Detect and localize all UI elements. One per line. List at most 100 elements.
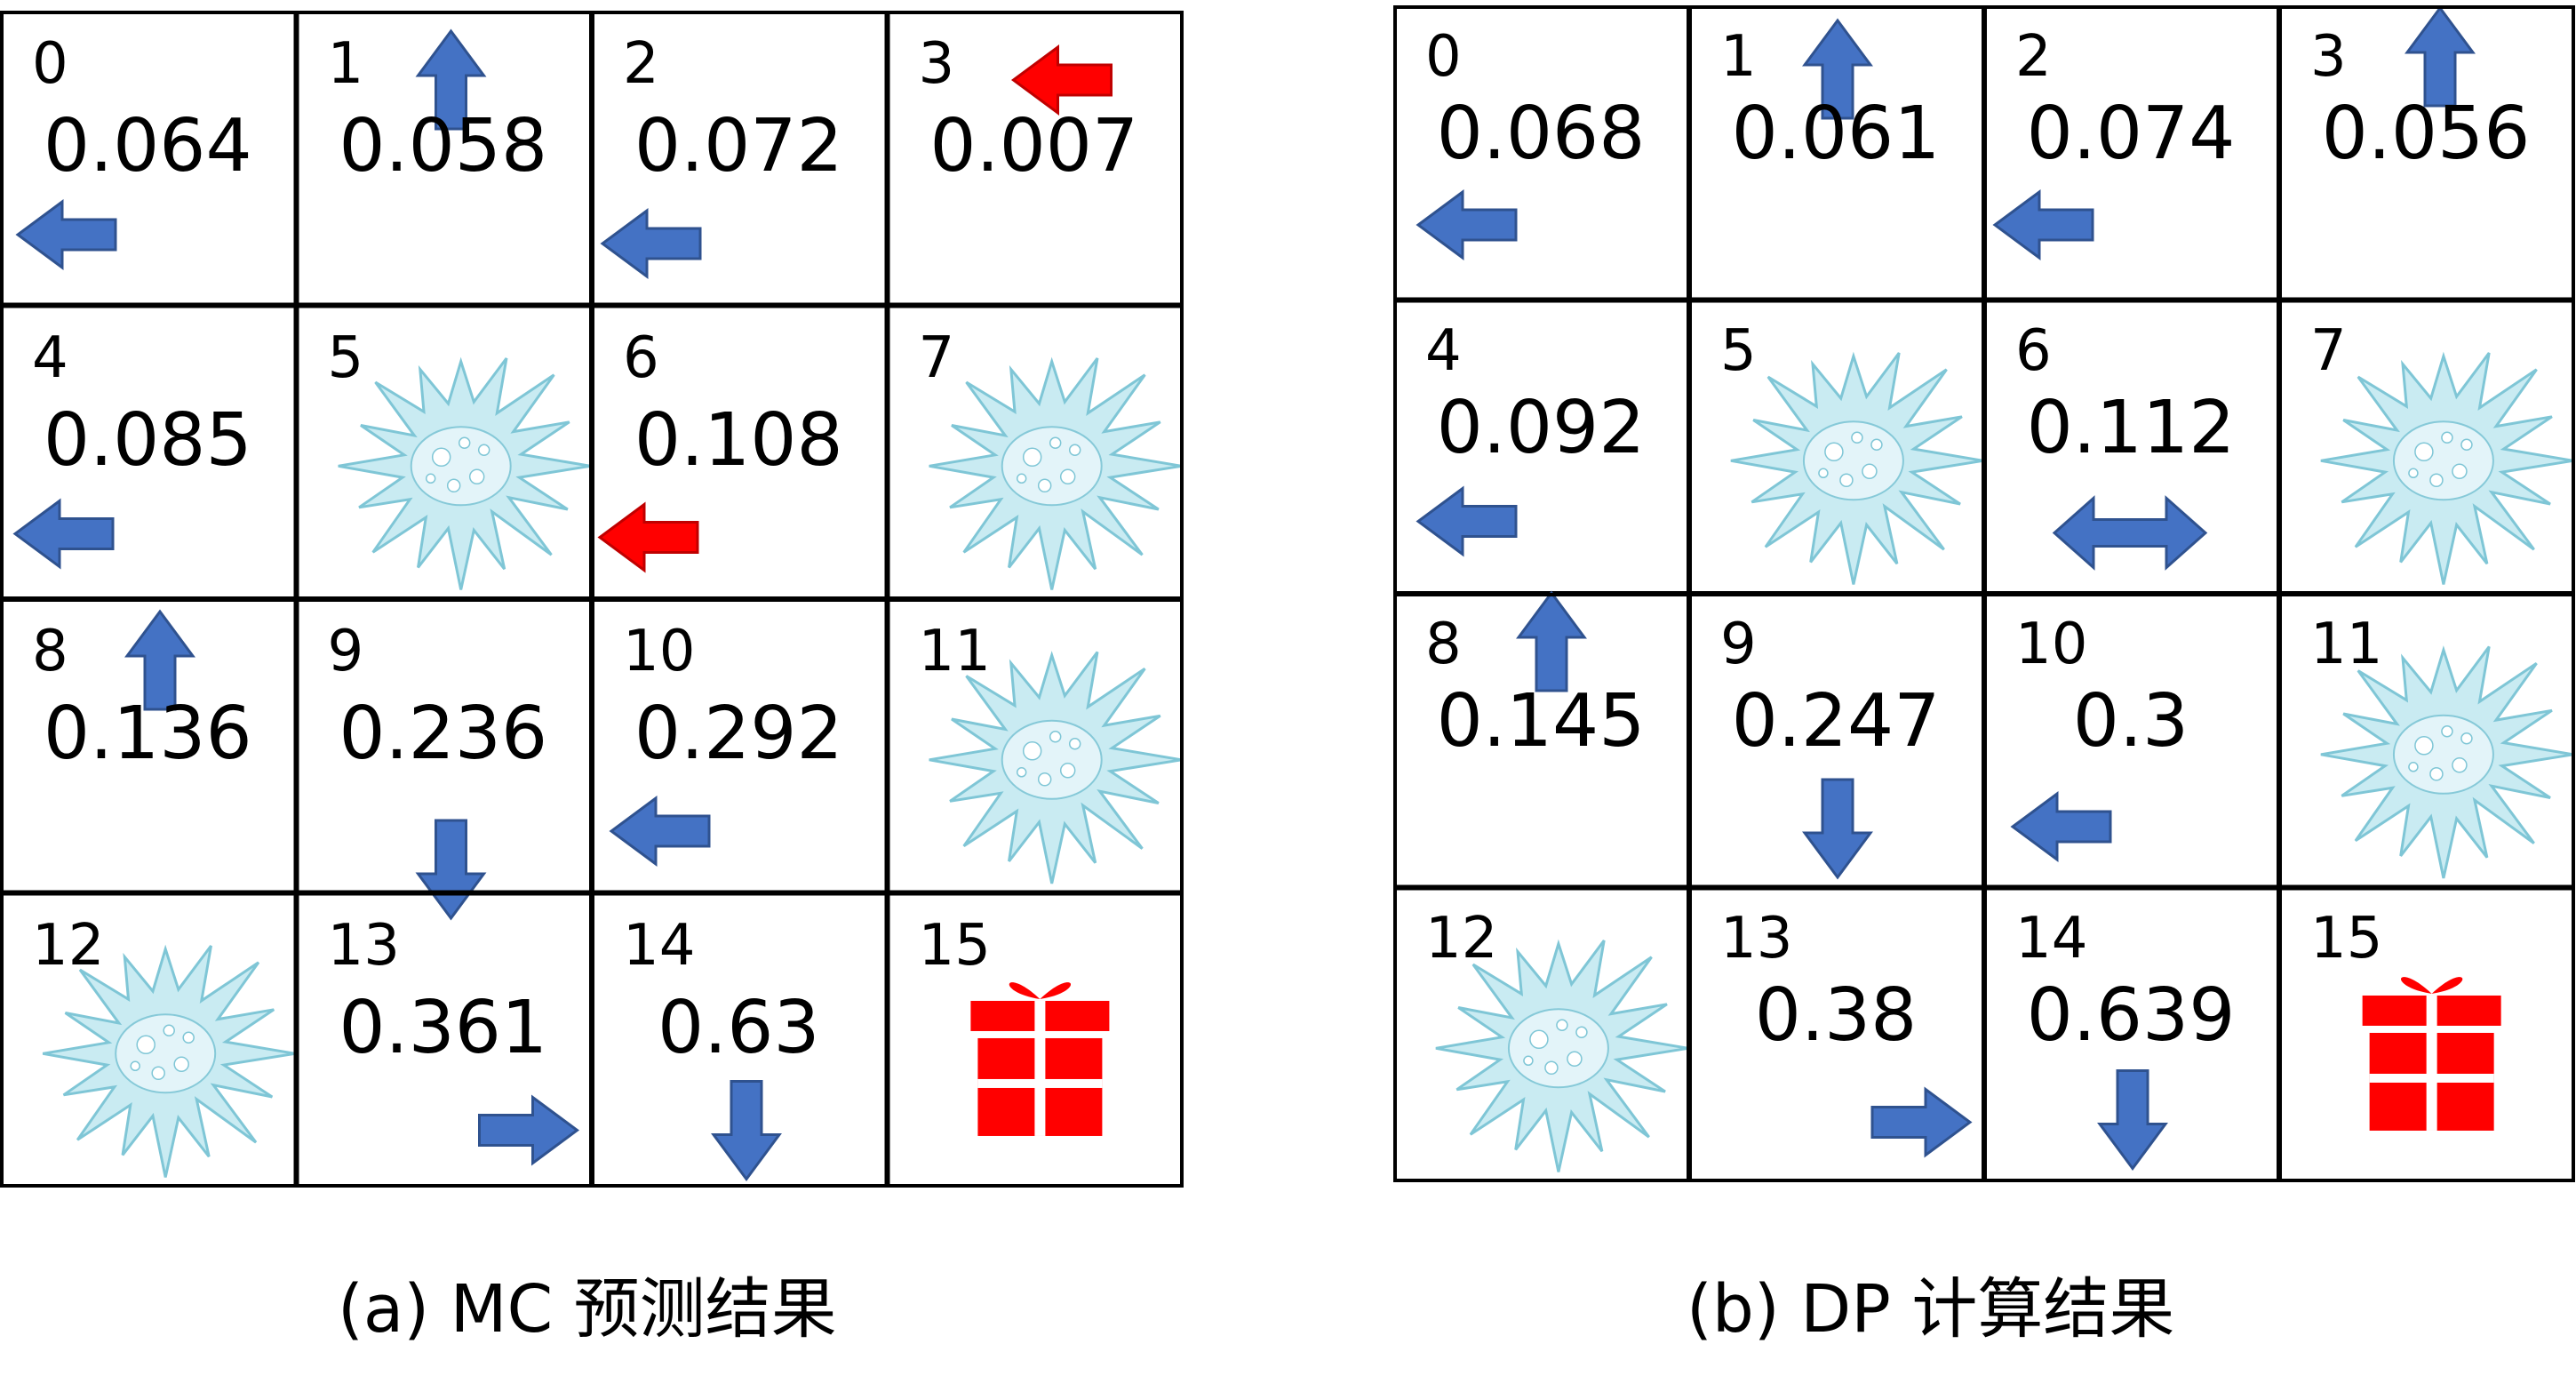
state-value: 0.085 [43, 397, 252, 483]
state-value: 0.056 [2321, 92, 2531, 176]
cell-index-label: 5 [1720, 317, 1757, 384]
cell-index-label: 5 [327, 324, 364, 391]
state-value: 0.639 [2026, 972, 2236, 1058]
cell-index-label: 0 [32, 31, 68, 97]
state-value: 0.145 [1436, 679, 1646, 764]
state-value: 0.074 [2026, 92, 2236, 176]
ice-hole-icon [929, 651, 1182, 884]
grid-cell-11: 11 [887, 598, 1183, 892]
red-arrow-left-icon [597, 501, 699, 573]
cell-index-label: 13 [1720, 905, 1793, 972]
arrow-left-icon [1416, 189, 1518, 260]
grid-cell-12: 12 [0, 892, 296, 1187]
cell-index-label: 4 [32, 324, 68, 391]
cell-index-label: 3 [2310, 24, 2347, 90]
arrow-down-icon [1802, 778, 1873, 880]
cell-index-label: 15 [2310, 905, 2383, 972]
state-value: 0.112 [2026, 385, 2236, 470]
cell-index-label: 15 [918, 912, 991, 979]
cell-index-label: 3 [918, 31, 955, 97]
grid-cell-5: 5 [1688, 300, 1983, 594]
arrow-down-icon [711, 1080, 782, 1182]
grid-cell-5: 5 [296, 305, 592, 599]
arrow-left-icon [1416, 485, 1518, 557]
ice-hole-icon [1730, 351, 1984, 585]
arrow-up-icon [2405, 5, 2476, 108]
grid-cell-12: 12 [1393, 887, 1688, 1181]
cell-index-label: 14 [2015, 905, 2088, 972]
cell-index-label: 10 [2015, 612, 2088, 677]
state-value: 0.63 [657, 985, 820, 1070]
gift-icon [970, 982, 1110, 1136]
cell-index-label: 9 [327, 619, 364, 684]
ice-hole-icon [338, 356, 591, 590]
state-value: 0.108 [634, 397, 843, 483]
grid-cell-1: 1 0.058 [296, 11, 592, 305]
ice-hole-icon [2320, 351, 2574, 585]
state-value: 0.38 [1754, 972, 1918, 1058]
grid-cell-border [2278, 886, 2575, 1182]
cell-index-label: 1 [327, 31, 364, 97]
grid-cell-8: 8 0.136 [0, 598, 296, 892]
state-value: 0.292 [634, 692, 843, 776]
cell-index-label: 14 [623, 912, 696, 979]
cell-index-label: 2 [2015, 24, 2052, 90]
cell-index-label: 8 [32, 619, 68, 684]
red-arrow-left-icon [1010, 44, 1113, 116]
ice-hole-icon [929, 356, 1182, 590]
state-value: 0.3 [2072, 679, 2189, 764]
ice-hole-icon [1435, 939, 1689, 1172]
arrow-left-icon [609, 796, 711, 867]
grid-cell-0: 0 0.064 [0, 11, 296, 305]
arrow-up-icon [415, 28, 487, 131]
arrow-left-icon [1992, 189, 2094, 260]
state-value: 0.007 [929, 104, 1139, 188]
state-value: 0.068 [1436, 92, 1646, 176]
cell-index-label: 7 [2310, 317, 2347, 384]
arrow-up-icon [124, 609, 195, 711]
cell-index-label: 6 [2015, 317, 2052, 384]
state-value: 0.236 [339, 692, 548, 776]
cell-index-label: 12 [32, 912, 105, 979]
cell-index-label: 10 [623, 619, 696, 684]
state-value: 0.361 [339, 985, 548, 1070]
cell-index-label: 13 [327, 912, 400, 979]
cell-index-label: 7 [918, 324, 955, 391]
arrow-left-icon [12, 498, 115, 570]
gift-icon [2362, 977, 2501, 1131]
double-arrow-icon [2052, 495, 2208, 571]
arrow-right-icon [478, 1094, 580, 1166]
cell-index-label: 11 [918, 619, 991, 684]
state-value: 0.061 [1731, 92, 1941, 176]
cell-index-label: 8 [1425, 612, 1462, 677]
cell-index-label: 0 [1425, 24, 1462, 90]
mc-grid-svg [0, 11, 1184, 1188]
cell-index-label: 4 [1425, 317, 1462, 384]
cell-index-label: 2 [623, 31, 659, 97]
dp-grid-svg [1393, 5, 2575, 1182]
ice-hole-icon [42, 944, 296, 1178]
arrow-up-icon [1802, 18, 1873, 120]
grid-cell-3: 3 0.007 [887, 11, 1183, 305]
grid-cell-15: 15 [2278, 887, 2573, 1181]
cell-index-label: 1 [1720, 24, 1757, 90]
arrow-right-icon [1870, 1086, 1973, 1158]
grid-cell-7: 7 [887, 305, 1183, 599]
arrow-up-icon [1516, 590, 1587, 692]
state-value: 0.058 [339, 104, 548, 188]
caption-mc: (a) MC 预测结果 [338, 1271, 837, 1348]
state-value: 0.136 [43, 692, 252, 776]
grid-cell-7: 7 [2278, 300, 2573, 594]
state-value: 0.064 [43, 104, 252, 188]
